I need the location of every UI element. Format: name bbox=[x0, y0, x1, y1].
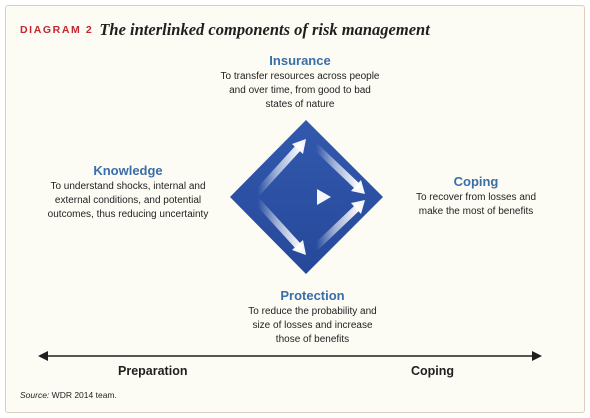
arrow-knowledge-to-insurance bbox=[254, 139, 306, 196]
protection-description-line: those of benefits bbox=[275, 334, 350, 345]
arrow-knowledge-to-coping bbox=[254, 189, 331, 205]
insurance-description-line: and over time, from good to bad bbox=[229, 85, 371, 96]
knowledge-title: Knowledge bbox=[93, 163, 163, 178]
protection-description-line: To reduce the probability and bbox=[248, 306, 377, 317]
arrow-insurance-to-coping bbox=[312, 143, 365, 194]
knowledge-description-line: external conditions, and potential bbox=[54, 195, 202, 206]
flow-arrows bbox=[254, 139, 365, 255]
protection-description-line: size of losses and increase bbox=[252, 320, 373, 331]
arrow-protection-to-coping bbox=[312, 200, 365, 251]
coping-title: Coping bbox=[453, 174, 499, 189]
source-note: Source: WDR 2014 team. bbox=[20, 390, 117, 400]
protection-title: Protection bbox=[280, 288, 345, 303]
source-text: WDR 2014 team. bbox=[51, 390, 117, 400]
insurance-title: Insurance bbox=[269, 53, 331, 68]
axis-label-preparation: Preparation bbox=[118, 364, 188, 378]
knowledge-description: To understand shocks, internal and exter… bbox=[30, 180, 226, 222]
arrow-knowledge-to-protection bbox=[254, 198, 306, 255]
diagram-number: DIAGRAM 2 bbox=[20, 24, 94, 36]
diagram-title: The interlinked components of risk manag… bbox=[99, 20, 430, 39]
axis-label-coping: Coping bbox=[411, 364, 455, 378]
protection-node: Protection To reduce the probability and… bbox=[225, 288, 400, 347]
diagram-heading: DIAGRAM 2 The interlinked components of r… bbox=[20, 20, 430, 40]
coping-description-line: To recover from losses and bbox=[415, 192, 537, 203]
coping-node: Coping To recover from losses and make t… bbox=[395, 174, 557, 219]
knowledge-description-line: To understand shocks, internal and bbox=[50, 181, 206, 192]
knowledge-node: Knowledge To understand shocks, internal… bbox=[30, 163, 226, 222]
coping-description-line: make the most of benefits bbox=[418, 206, 534, 217]
protection-description: To reduce the probability and size of lo… bbox=[225, 305, 400, 347]
insurance-description: To transfer resources across people and … bbox=[205, 70, 395, 112]
knowledge-description-line: outcomes, thus reducing uncertainty bbox=[47, 209, 209, 220]
source-key: Source: bbox=[20, 390, 50, 400]
insurance-description-line: To transfer resources across people bbox=[220, 71, 380, 82]
coping-description: To recover from losses and make the most… bbox=[395, 191, 557, 219]
insurance-description-line: states of nature bbox=[265, 99, 335, 110]
insurance-node: Insurance To transfer resources across p… bbox=[205, 53, 395, 112]
